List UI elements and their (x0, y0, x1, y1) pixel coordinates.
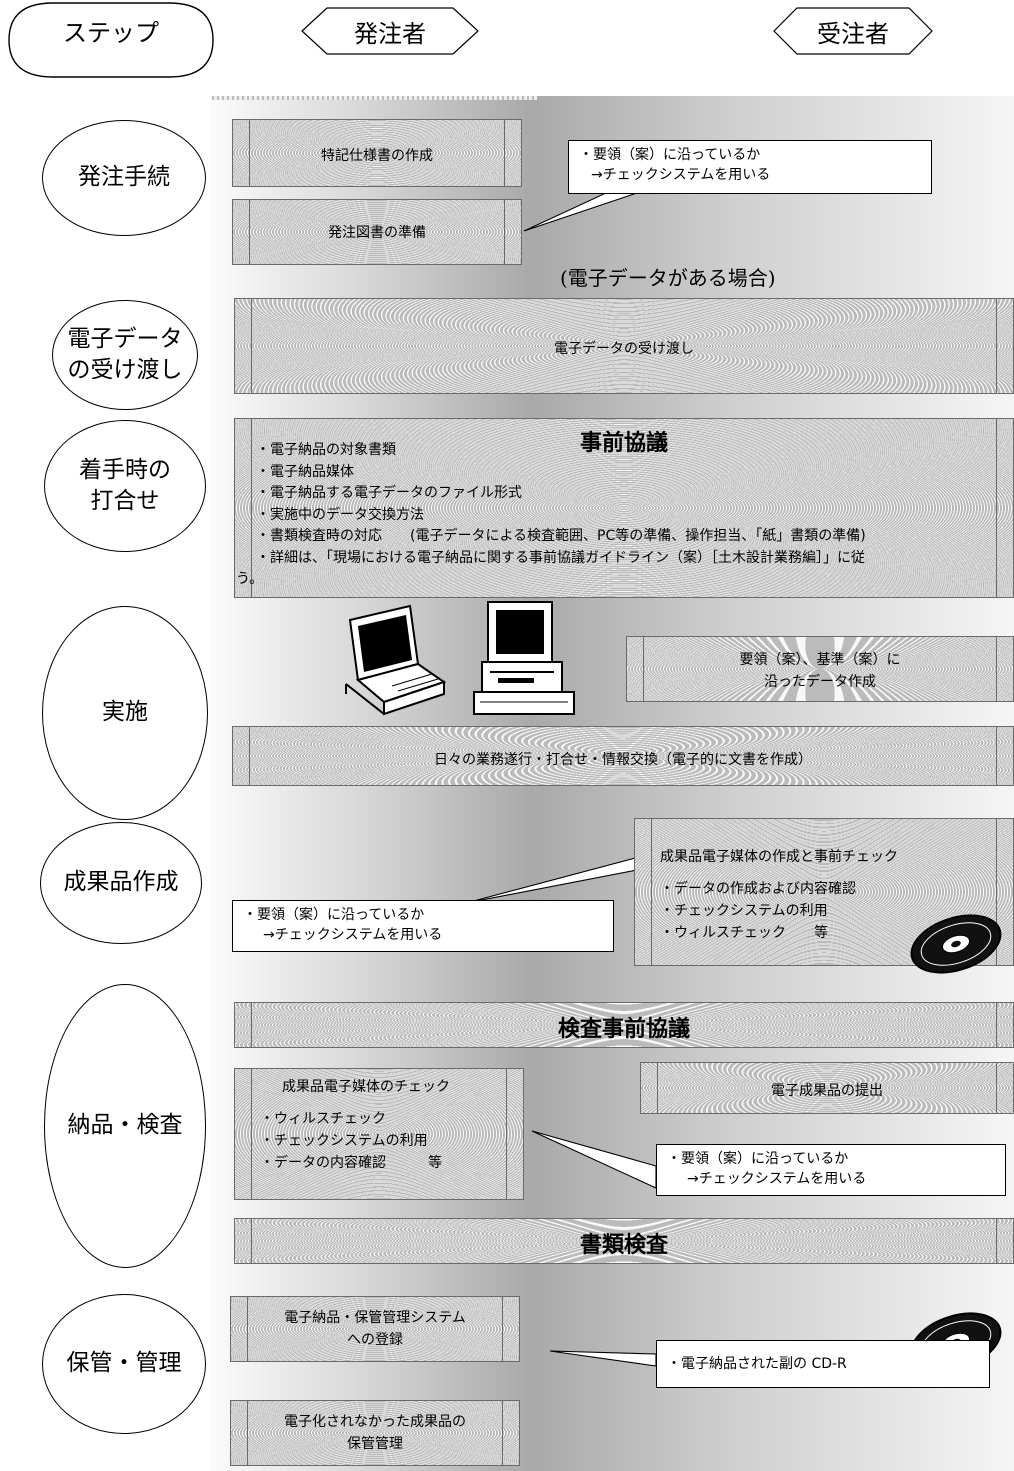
media-creation-precheck-item: ・チェックシステムの利用 (660, 903, 828, 919)
box-register-storage-system: 電子納品・保管管理システム への登録 (230, 1296, 520, 1362)
callout-inspection-check-line-2: →チェックシステムを用いる (687, 1171, 867, 1188)
callout-cdr-copy: ・電子納品された副の CD-R (656, 1340, 990, 1388)
media-creation-precheck-title: 成果品電子媒体の作成と事前チェック (660, 849, 898, 865)
decorative-stripes (212, 96, 537, 100)
box-special-specifications: 特記仕様書の作成 (232, 119, 522, 187)
step-data-handover-label-1: 電子データ (67, 325, 183, 352)
orderer-header: 発注者 (354, 19, 426, 48)
box-data-creation-label-2: 沿ったデータ作成 (764, 674, 876, 690)
step-ordering-label: 発注手続 (78, 164, 170, 191)
step-data-handover: 電子データ の受け渡し (52, 300, 198, 410)
callout-inspection-check-line-1: ・要領（案）に沿っているか (667, 1151, 849, 1167)
register-storage-system-label-1: 電子納品・保管管理システム (284, 1310, 466, 1326)
box-order-documents: 発注図書の準備 (232, 199, 522, 265)
callout-ordering-check-line-1: ・要領（案）に沿っているか (579, 147, 761, 163)
non-electronic-storage-label-1: 電子化されなかった成果品の (284, 1414, 466, 1430)
box-pre-consultation: 事前協議 (234, 418, 1014, 598)
inspection-pre-meeting-label: 検査事前協議 (557, 1017, 690, 1042)
pre-consultation-item: ・電子納品の対象書類 (256, 442, 396, 458)
contractor-header-shape (773, 7, 933, 55)
box-inspection-pre-meeting: 検査事前協議 (234, 1002, 1014, 1048)
pre-consultation-items: ・電子納品の対象書類 ・電子納品媒体 ・電子納品する電子データのファイル形式 ・… (236, 440, 866, 591)
box-daily-work-label: 日々の業務遂行・打合せ・情報交換（電子的に文書を作成） (434, 752, 812, 768)
step-inspection-label: 納品・検査 (67, 1112, 183, 1139)
cd-disc-icon (910, 914, 1002, 974)
pre-consultation-item: ・詳細は、「現場における電子納品に関する事前協議ガイドライン（案）［土木設計業務… (256, 549, 865, 566)
box-order-documents-label: 発注図書の準備 (328, 225, 426, 241)
step-kickoff-meeting-label-1: 着手時の (79, 456, 171, 483)
orderer-header-shape (301, 7, 479, 55)
desktop-computer-icon (473, 601, 575, 715)
callout-ordering-check-line-2: →チェックシステムを用いる (591, 167, 771, 184)
register-storage-system-label-2: への登録 (347, 1332, 403, 1348)
media-check-item: ・ウィルスチェック (260, 1111, 386, 1127)
pre-consultation-title: 事前協議 (579, 431, 668, 456)
box-daily-work: 日々の業務遂行・打合せ・情報交換（電子的に文書を作成） (232, 726, 1014, 786)
step-execution-label: 実施 (102, 699, 148, 726)
box-document-inspection: 書類検査 (234, 1218, 1014, 1264)
callout-deliverable-check-line-1: ・要領（案）に沿っているか (243, 907, 425, 923)
document-inspection-label: 書類検査 (579, 1233, 668, 1258)
box-submit-deliverables: 電子成果品の提出 (640, 1062, 1014, 1114)
box-data-creation-label-1: 要領（案）、基準（案）に (739, 652, 901, 668)
step-header-shape (8, 2, 214, 78)
box-non-electronic-storage: 電子化されなかった成果品の 保管管理 (230, 1400, 520, 1466)
step-kickoff-meeting: 着手時の 打合せ (44, 420, 206, 552)
callout-cdr-copy-text: ・電子納品された副の CD-R (667, 1356, 847, 1372)
step-deliverable: 成果品作成 (40, 822, 202, 944)
media-creation-precheck-item: ・ウィルスチェック 等 (660, 925, 828, 941)
step-storage: 保管・管理 (42, 1294, 206, 1434)
step-inspection: 納品・検査 (44, 984, 206, 1268)
box-media-check (234, 1068, 524, 1200)
note-if-electronic-data: (電子データがある場合) (560, 266, 776, 290)
media-check-content: 成果品電子媒体のチェック ・ウィルスチェック ・チェックシステムの利用 ・データ… (260, 1076, 450, 1174)
laptop-icon (345, 604, 447, 716)
step-ordering: 発注手続 (42, 120, 206, 236)
callout-ordering-check: ・要領（案）に沿っているか →チェックシステムを用いる (568, 140, 932, 194)
non-electronic-storage-label-2: 保管管理 (347, 1436, 403, 1452)
callout-inspection-check: ・要領（案）に沿っているか →チェックシステムを用いる (656, 1144, 1006, 1196)
step-deliverable-label: 成果品作成 (63, 869, 179, 896)
media-check-title: 成果品電子媒体のチェック (282, 1079, 450, 1095)
step-kickoff-meeting-label-2: 打合せ (90, 488, 160, 514)
step-header: ステップ (63, 18, 159, 47)
box-special-specifications-label: 特記仕様書の作成 (321, 148, 433, 164)
pre-consultation-item: ・電子納品する電子データのファイル形式 (256, 485, 522, 501)
media-creation-precheck-item: ・データの作成および内容確認 (660, 881, 856, 897)
callout-deliverable-check: ・要領（案）に沿っているか →チェックシステムを用いる (232, 900, 614, 952)
box-data-handover: 電子データの受け渡し (234, 298, 1014, 394)
pre-consultation-item: ・実施中のデータ交換方法 (256, 506, 424, 523)
box-data-handover-label: 電子データの受け渡し (554, 341, 694, 357)
media-check-item: ・データの内容確認 等 (260, 1155, 442, 1171)
contractor-header: 受注者 (817, 19, 889, 48)
step-data-handover-label-2: の受け渡し (67, 357, 183, 383)
media-creation-precheck-content: 成果品電子媒体の作成と事前チェック ・データの作成および内容確認 ・チェックシス… (660, 846, 898, 944)
pre-consultation-item: う。 (236, 571, 264, 587)
box-data-creation-per-guidelines: 要領（案）、基準（案）に 沿ったデータ作成 (626, 636, 1014, 702)
media-check-item: ・チェックシステムの利用 (260, 1133, 428, 1149)
submit-deliverables-label: 電子成果品の提出 (771, 1083, 883, 1099)
step-execution: 実施 (42, 606, 208, 820)
pre-consultation-item: ・電子納品媒体 (256, 463, 354, 480)
step-storage-label: 保管・管理 (66, 1350, 182, 1377)
pre-consultation-item: ・書類検査時の対応 (電子データによる検査範囲、PC等の準備、操作担当、「紙」書… (256, 528, 866, 544)
callout-deliverable-check-line-2: →チェックシステムを用いる (263, 927, 443, 944)
